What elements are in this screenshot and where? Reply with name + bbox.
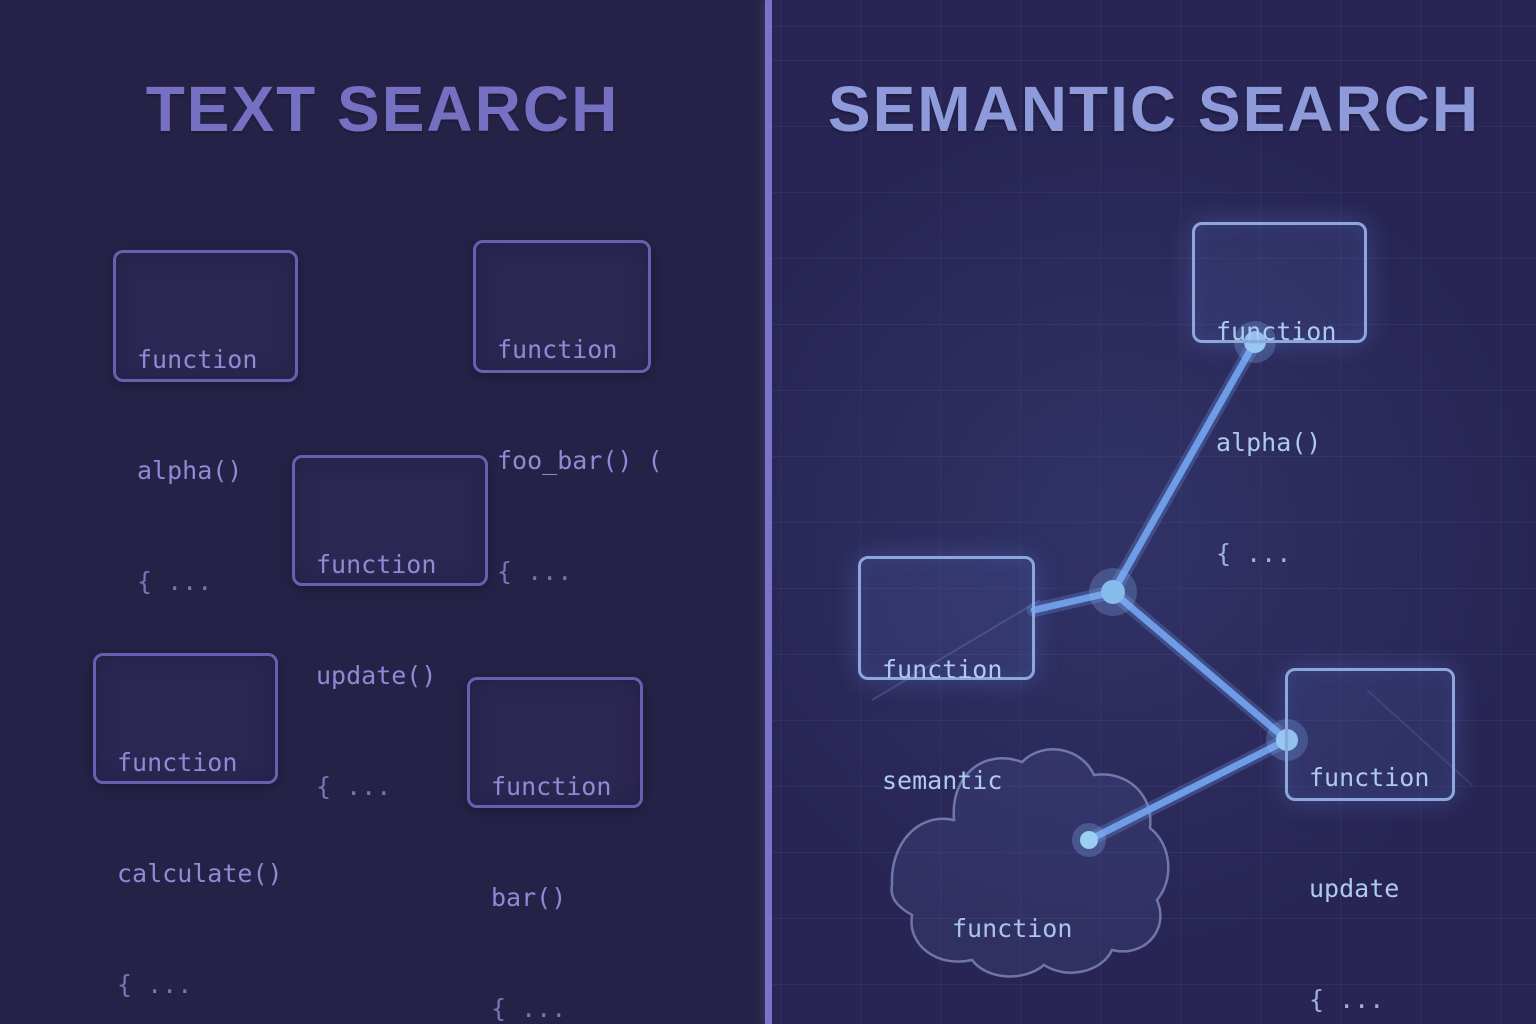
code-line: alpha() — [1216, 428, 1322, 457]
code-line: bar() — [491, 883, 567, 912]
text-search-panel: TEXT SEARCH function alpha() { ... funct… — [0, 0, 765, 1024]
edge-hub-alpha — [1109, 338, 1259, 596]
code-line: { ... — [1216, 539, 1292, 568]
hub-node — [1101, 580, 1125, 604]
code-line: calculate() — [117, 859, 283, 888]
calculate-node — [1080, 831, 1098, 849]
code-box-bar: function bar() { ... — [467, 677, 643, 1023]
code-line: update() — [316, 661, 437, 690]
graph-cloud-calculate: function calculate { ... — [952, 836, 1172, 1024]
code-line: foo_bar() ( — [497, 446, 663, 475]
semantic-search-panel: SEMANTIC SEARCH — [772, 0, 1536, 1024]
code-line: { ... — [137, 567, 213, 596]
code-line: function — [491, 772, 612, 801]
code-box-calculate: function calculate() { ... — [93, 653, 283, 999]
code-box-update: function update() { ... — [292, 455, 488, 801]
code-line: function — [1216, 317, 1337, 346]
code-line: semantic — [882, 766, 1003, 795]
code-line: function — [952, 914, 1073, 943]
code-line: { ... — [117, 970, 193, 999]
semantic-graph — [871, 321, 1473, 978]
code-line: { ... — [491, 994, 567, 1023]
code-line: { ... — [316, 772, 392, 801]
code-line: function — [497, 335, 618, 364]
semantic-search-title: SEMANTIC SEARCH — [827, 73, 1481, 145]
code-line: alpha() — [137, 456, 243, 485]
graph-box-update: function update { ... — [1285, 668, 1455, 1014]
faint-streak — [871, 599, 1041, 701]
code-line: { ... — [497, 557, 573, 586]
code-box-foo-bar: function foo_bar() ( { ... — [473, 240, 663, 586]
code-line: function — [882, 655, 1003, 684]
graph-box-semantic: function semantic — [858, 556, 1035, 795]
text-search-title: TEXT SEARCH — [145, 73, 620, 145]
code-box-alpha: function alpha() { ... — [113, 250, 298, 596]
graph-box-alpha: function alpha() { ... — [1192, 222, 1367, 568]
edge-update-cloud — [1085, 736, 1291, 844]
edge-hub-update — [1109, 588, 1291, 744]
code-line: function — [137, 345, 258, 374]
code-line: function — [1309, 763, 1430, 792]
edge-hub-semantic — [1030, 588, 1117, 614]
panel-divider — [765, 0, 772, 1024]
code-line: update — [1309, 874, 1400, 903]
code-line: { ... — [1309, 985, 1385, 1014]
cloud-shape — [890, 748, 1170, 978]
code-line: function — [117, 748, 238, 777]
code-line: function — [316, 550, 437, 579]
